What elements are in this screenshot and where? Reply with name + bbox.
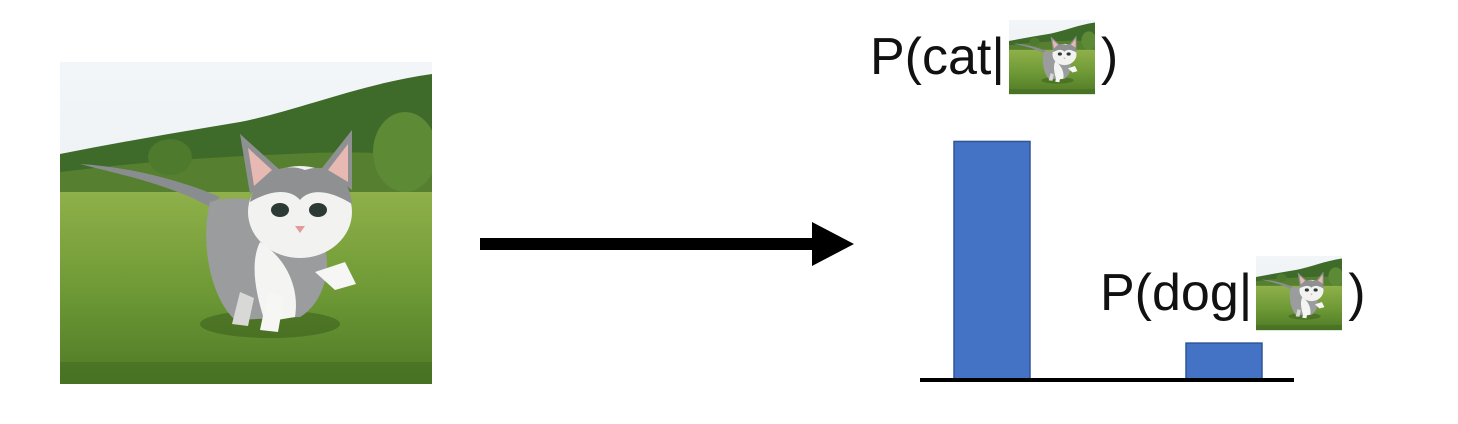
dog-probability-label: P(dog| ) — [1100, 254, 1366, 332]
dog-label-suffix: ) — [1348, 264, 1366, 322]
kitten-photo — [60, 62, 432, 384]
arrow-right-icon — [480, 222, 854, 266]
arrow-head — [812, 222, 854, 266]
cat-label-prefix: P(cat| — [870, 28, 1005, 86]
bar-dog — [1185, 342, 1263, 381]
bar-cat — [953, 140, 1031, 381]
cat-probability-label: P(cat| ) — [870, 18, 1118, 96]
cat-label-suffix: ) — [1100, 28, 1119, 86]
arrow-shaft — [480, 238, 816, 250]
probability-bar-chart — [920, 140, 1294, 382]
dog-label-prefix: P(dog| — [1100, 264, 1253, 322]
kitten-thumbnail — [1009, 19, 1095, 95]
